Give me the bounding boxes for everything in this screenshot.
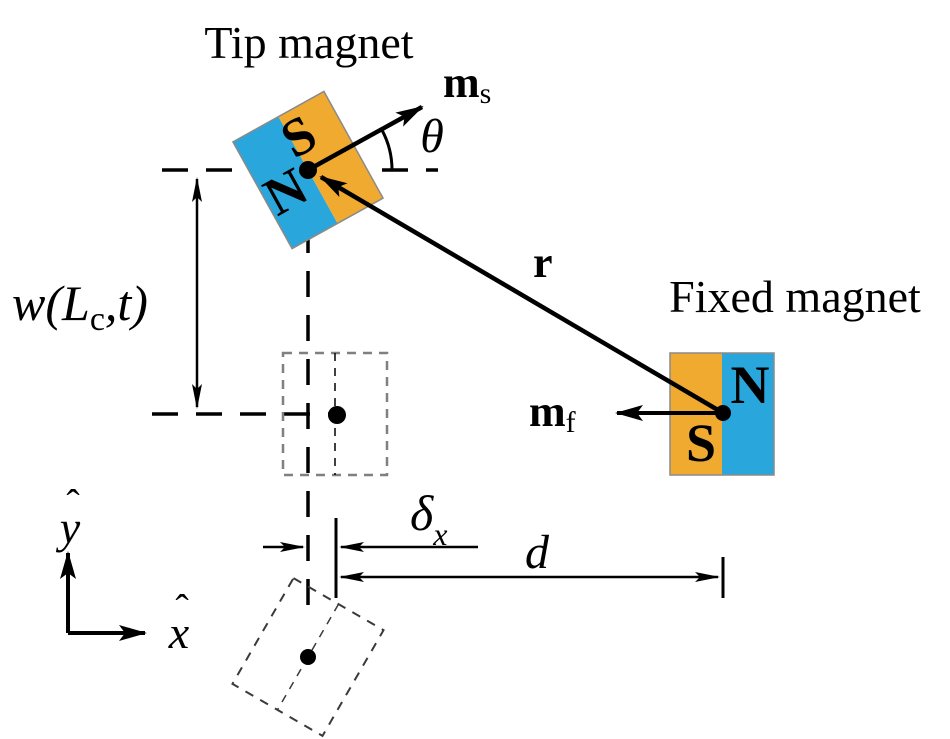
tip-magnet-center-dot <box>299 161 317 179</box>
delta-x-label: δx <box>410 485 447 552</box>
w-deflection-label: w(Lc,t) <box>12 275 148 338</box>
ms-vector-label: ms <box>443 58 491 110</box>
tip-magnet-title: Tip magnet <box>204 17 413 68</box>
fixed-magnet-south-label: S <box>686 413 716 473</box>
x-axis-hat: ˆ <box>175 586 189 631</box>
fixed-magnet-title: Fixed magnet <box>669 271 921 322</box>
d-distance-label: d <box>525 526 550 579</box>
theta-angle-arc <box>380 128 394 171</box>
x-axis-label: x <box>168 607 190 658</box>
tip-magnet-north-half <box>232 116 338 249</box>
fixed-magnet-center-dot <box>715 405 731 421</box>
y-axis-hat: ˆ <box>66 481 80 526</box>
r-vector-arrow <box>319 175 725 415</box>
r-vector-label: r <box>533 238 553 287</box>
equilibrium-center-dot <box>328 406 346 424</box>
fixed-magnet-north-label: N <box>731 355 770 415</box>
ms-vector-arrow <box>306 105 424 172</box>
y-axis-label: y <box>56 502 81 553</box>
static-center-dot <box>300 649 316 665</box>
mf-vector-label: mf <box>529 387 576 439</box>
theta-angle-label: θ <box>420 110 444 163</box>
coordinate-axes <box>60 551 147 641</box>
